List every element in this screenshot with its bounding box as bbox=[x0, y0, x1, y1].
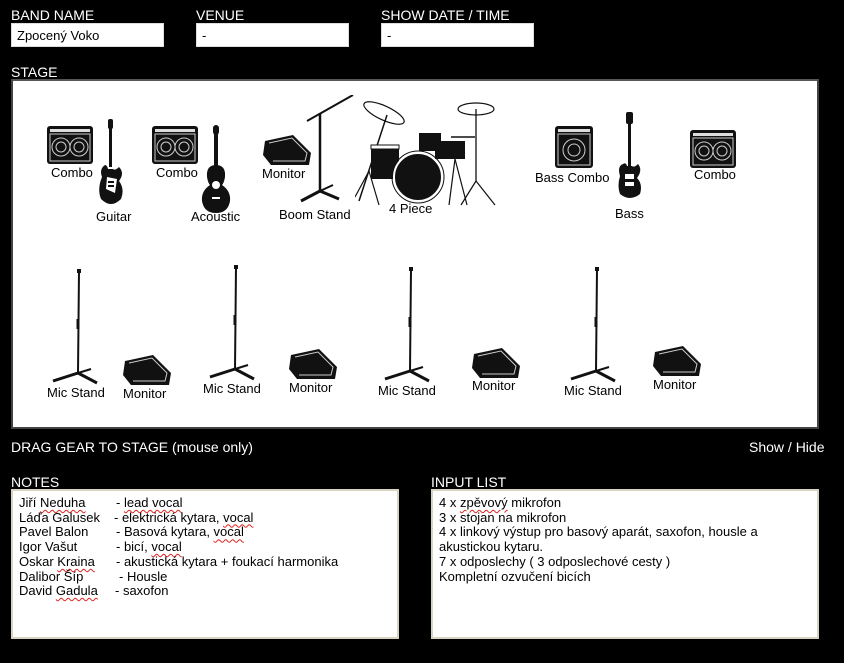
bass-combo-icon bbox=[555, 126, 593, 168]
member-role: - Basová kytara, vocal bbox=[116, 524, 244, 540]
floor-monitor-icon bbox=[653, 346, 701, 376]
notes-line: Jiří Neduha - lead vocal bbox=[19, 495, 391, 511]
boom-stand-label: Boom Stand bbox=[279, 207, 351, 222]
band-name-input[interactable]: Zpocený Voko bbox=[11, 23, 164, 47]
member-name: Igor Vašut bbox=[19, 539, 78, 555]
combo-amp-icon bbox=[152, 126, 198, 164]
member-role: - bicí, vocal bbox=[116, 539, 182, 555]
notes-line: Dalibor Šíp - Housle bbox=[19, 568, 391, 585]
combo-3-label: Combo bbox=[694, 167, 736, 182]
member-name: Láďa Galusek bbox=[19, 509, 100, 525]
member-role: - saxofon bbox=[115, 583, 169, 599]
mic-stand-icon bbox=[384, 267, 430, 383]
notes-line: Láďa Galusek - elektrická kytara, vocal bbox=[19, 509, 391, 526]
floor-monitor-top[interactable] bbox=[263, 135, 313, 167]
bass-guitar-icon bbox=[618, 112, 641, 198]
member-role: - akustická kytara + foukací harmonika bbox=[116, 553, 339, 569]
member-role: - lead vocal bbox=[116, 495, 183, 510]
drag-gear-hint: DRAG GEAR TO STAGE (mouse only) bbox=[11, 439, 253, 455]
combo-amp-icon bbox=[690, 130, 736, 168]
input-list-line: 4 x zpěvový mikrofon bbox=[439, 495, 562, 510]
floor-monitor-icon bbox=[289, 349, 337, 379]
mic-stand-icon bbox=[209, 265, 255, 381]
monitor-2-label: Monitor bbox=[289, 380, 333, 395]
show-hide-toggle[interactable]: Show / Hide bbox=[749, 439, 825, 455]
combo-amp-icon bbox=[47, 126, 93, 164]
bass-combo-label: Bass Combo bbox=[535, 170, 610, 185]
floor-monitor-1[interactable] bbox=[123, 355, 173, 387]
notes-label: NOTES bbox=[11, 474, 60, 490]
combo-amp-2[interactable] bbox=[152, 126, 198, 164]
mic-stand-3[interactable] bbox=[383, 267, 433, 385]
combo-amp-3[interactable] bbox=[690, 130, 736, 168]
input-list-line: 7 x odposlechy ( 3 odposlechové cesty ) bbox=[439, 553, 671, 569]
drums-label: 4 Piece bbox=[389, 201, 433, 216]
floor-monitor-icon bbox=[472, 348, 520, 378]
mic-stand-4-label: Mic Stand bbox=[564, 383, 622, 398]
venue-input[interactable]: - bbox=[196, 23, 349, 47]
monitor-top-label: Monitor bbox=[262, 166, 306, 181]
floor-monitor-icon bbox=[123, 355, 171, 385]
input-list-line: 4 x linkový výstup pro basový aparát, sa… bbox=[439, 524, 758, 540]
guitar-label: Guitar bbox=[96, 209, 132, 224]
electric-guitar-icon bbox=[99, 119, 123, 204]
stage-area[interactable]: Combo Guitar Combo Acoustic bbox=[11, 79, 819, 429]
monitor-3-label: Monitor bbox=[472, 378, 516, 393]
member-name: David Gadula bbox=[19, 583, 98, 599]
show-date-input[interactable]: - bbox=[381, 23, 534, 47]
band-name-label: BAND NAME bbox=[11, 7, 95, 23]
mic-stand-icon bbox=[570, 267, 616, 383]
boom-stand-icon bbox=[300, 95, 354, 203]
floor-monitor-2[interactable] bbox=[289, 349, 339, 381]
notes-line: David Gadula - saxofon bbox=[19, 583, 391, 599]
notes-line: Oskar Kraina - akustická kytara + foukací… bbox=[19, 553, 391, 570]
member-name: Pavel Balon bbox=[19, 524, 89, 540]
member-role: - elektrická kytara, vocal bbox=[114, 509, 254, 525]
input-list-line: Kompletní ozvučení bicích bbox=[439, 568, 591, 584]
drum-kit-icon bbox=[355, 101, 496, 206]
acoustic-guitar[interactable] bbox=[200, 125, 232, 213]
acoustic-guitar-icon bbox=[201, 125, 231, 213]
electric-guitar[interactable] bbox=[97, 119, 125, 207]
floor-monitor-3[interactable] bbox=[472, 348, 522, 380]
drum-kit[interactable] bbox=[355, 101, 500, 209]
bass-label: Bass bbox=[615, 206, 644, 221]
member-role: - Housle bbox=[119, 568, 168, 584]
stage-label: STAGE bbox=[11, 64, 58, 80]
input-list-label: INPUT LIST bbox=[431, 474, 507, 490]
monitor-1-label: Monitor bbox=[123, 386, 167, 401]
mic-stand-4[interactable] bbox=[569, 267, 619, 385]
floor-monitor-4[interactable] bbox=[653, 346, 703, 378]
bass-combo-amp[interactable] bbox=[555, 126, 593, 168]
member-name: Jiří Neduha bbox=[19, 495, 86, 510]
monitor-4-label: Monitor bbox=[653, 377, 697, 392]
bass-guitar[interactable] bbox=[617, 112, 643, 200]
acoustic-label: Acoustic bbox=[191, 209, 241, 224]
notes-line: Igor Vašut - bicí, vocal bbox=[19, 539, 391, 555]
mic-stand-icon bbox=[52, 269, 98, 385]
notes-line: Pavel Balon - Basová kytara, vocal bbox=[19, 525, 391, 540]
combo-2-label: Combo bbox=[156, 165, 198, 180]
input-list-line: akustickou kytaru. bbox=[439, 539, 544, 555]
floor-monitor-icon bbox=[263, 135, 311, 165]
mic-stand-2-label: Mic Stand bbox=[203, 381, 261, 396]
venue-label: VENUE bbox=[196, 7, 245, 23]
mic-stand-1[interactable] bbox=[51, 269, 101, 387]
boom-stand[interactable] bbox=[295, 95, 355, 207]
mic-stand-1-label: Mic Stand bbox=[47, 385, 105, 400]
combo-amp-1[interactable] bbox=[47, 126, 93, 164]
combo-1-label: Combo bbox=[51, 165, 93, 180]
mic-stand-3-label: Mic Stand bbox=[378, 383, 436, 398]
show-date-label: SHOW DATE / TIME bbox=[381, 7, 510, 23]
input-list-line: 3 x stojan na mikrofon bbox=[439, 509, 567, 525]
member-name: Dalibor Šíp bbox=[19, 568, 84, 584]
member-name: Oskar Kraina bbox=[19, 553, 95, 569]
mic-stand-2[interactable] bbox=[208, 265, 258, 383]
